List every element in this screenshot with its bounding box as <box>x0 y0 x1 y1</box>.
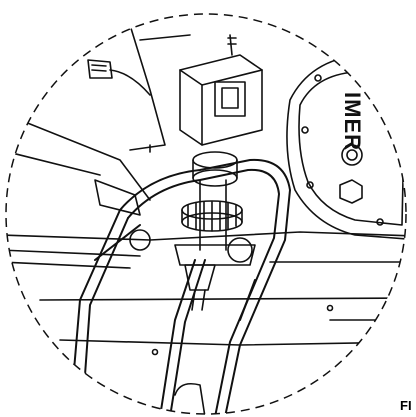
figure-label: FI <box>400 398 412 413</box>
pump-body <box>174 264 216 414</box>
hose-bracket <box>87 59 151 96</box>
brand-logo: IMER <box>340 92 365 151</box>
motor-housing <box>286 54 406 241</box>
magnifier-outline <box>5 13 407 415</box>
rear-panel <box>104 24 191 151</box>
detail-view <box>6 24 406 414</box>
background-frame <box>6 119 406 356</box>
tubular-frame <box>69 158 291 414</box>
gear-assembly <box>129 151 256 266</box>
electrical-box <box>179 34 263 146</box>
